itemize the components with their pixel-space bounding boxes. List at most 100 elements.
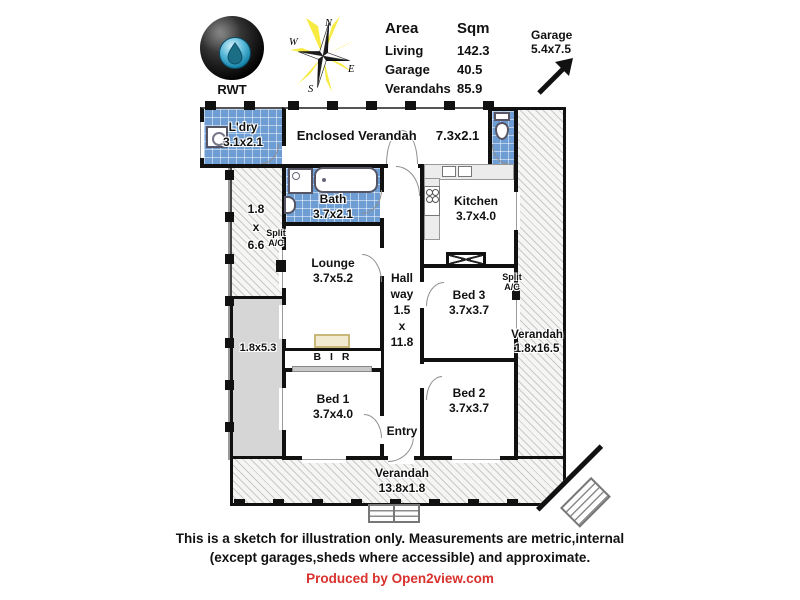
compass-north-label: N [324,18,333,29]
sqm-header-cell: Sqm [457,20,490,37]
steps-front [368,504,420,523]
door-opening [282,146,290,164]
garage-note-title: Garage [531,28,573,42]
fireplace-crossbox-icon [446,252,486,267]
label-bed1: Bed 1 3.7x4.0 [288,392,378,422]
room-size: 3.7x2.1 [312,207,354,221]
label-entry: Entry [386,424,418,438]
label-split-ac-right: Split A/C [502,272,522,293]
rwt-label: RWT [217,82,247,97]
stove-icon [424,186,440,216]
window [279,305,286,339]
window [279,388,286,430]
door-opening [388,456,414,464]
door-opening [380,416,388,444]
area-table-header: Area Sqm [385,20,523,37]
label-verandah-right: Verandah 1.8x16.5 [504,328,570,357]
garage-arrow-icon [537,58,573,95]
room-name: Lounge [311,256,355,270]
row-label: Living [385,43,424,58]
row-value: 85.9 [457,81,483,96]
room-name: Verandah [511,329,563,341]
room-side-area-left [230,164,286,300]
table-row: Verandahs 85.9 [385,81,523,96]
window [513,192,520,230]
room-size: 7.3x2.1 [435,128,480,143]
door-opening [380,192,388,218]
rwt-logo [200,16,264,80]
room-size: 3.7x3.7 [448,401,490,415]
ac-unit-icon [512,286,520,300]
compass-east-label: E [347,64,355,75]
verandah-posts [205,101,281,110]
window [513,298,520,336]
water-drop-icon [219,37,251,69]
compass-south-label: S [308,84,314,95]
heater-icon [314,334,350,348]
label-side-area-left: 1.8 x 6.6 [247,202,265,252]
room-name: Bed 2 [452,386,486,400]
row-label: Verandahs [385,81,451,96]
table-row: Garage 40.5 [385,62,523,77]
label-enclosed-verandah: Enclosed Verandah 7.3x2.1 [290,128,486,144]
room-name: Bed 3 [452,288,486,302]
label-bed2: Bed 2 3.7x3.7 [424,386,514,416]
label-lounge: Lounge 3.7x5.2 [288,256,378,286]
toilet-icon [495,122,509,140]
toilet-cistern-icon [494,112,510,121]
room-lounge [282,222,384,352]
label-split-ac-left: Split A/C [266,228,286,249]
room-name: Verandah [374,466,430,480]
verandah-posts [234,499,562,506]
compass-icon: N W E S [289,16,355,95]
door-opening [420,364,428,388]
bath-sink-icon [284,196,296,214]
area-table: Area Sqm Living 142.3 Garage 40.5 Verand… [385,20,523,96]
room-name: Bed 1 [316,392,350,406]
room-size: 3.7x4.0 [312,407,354,421]
door-opening [380,248,388,276]
room-name: Enclosed Verandah [296,128,417,143]
washing-machine-icon [206,126,228,148]
label-hallway: Hall way 1.5 x 11.8 [390,271,414,349]
credit-line: Produced by Open2view.com [306,571,494,586]
room-size: 3.7x4.0 [455,209,497,223]
row-value: 142.3 [457,43,490,58]
room-porch-left [230,296,286,460]
garage-note-size: 5.4x7.5 [531,42,572,56]
label-bath: Bath 3.7x2.1 [290,192,376,222]
room-size: 3.7x5.2 [312,271,354,285]
verandah-posts [225,170,234,458]
disclaimer-line2: (except garages,sheds where accessible) … [209,550,591,565]
verandah-posts [288,101,514,110]
table-row: Living 142.3 [385,43,523,58]
room-name: Kitchen [453,194,498,208]
label-porch-left: 1.8x5.3 [239,342,277,354]
window [302,456,346,463]
bathtub-icon [314,167,378,193]
window [197,122,204,158]
label-bir: B I R [313,351,353,363]
room-size: 13.8x1.8 [378,481,426,495]
window [452,456,500,463]
kitchen-sink-icon [458,166,472,177]
room-name: Bath [319,192,347,206]
label-verandah-bottom: Verandah 13.8x1.8 [350,466,454,496]
label-bed3: Bed 3 3.7x3.7 [424,288,514,318]
bir-sliding-door [292,366,372,372]
compass-west-label: W [289,37,299,48]
kitchen-sink-icon [442,166,456,177]
disclaimer-line1: This is a sketch for illustration only. … [175,531,625,546]
room-size: 3.7x3.7 [448,303,490,317]
room-name: L'dry [228,120,258,134]
area-header-cell: Area [385,20,419,37]
garage-note: Garage 5.4x7.5 [531,28,572,56]
room-size: 3.1x2.1 [222,135,264,149]
door-opening [420,282,428,308]
label-kitchen: Kitchen 3.7x4.0 [438,194,514,224]
shower-icon [288,168,313,194]
label-laundry: L'dry 3.1x2.1 [204,120,282,150]
room-size: 1.8x16.5 [514,343,560,356]
row-value: 40.5 [457,62,483,77]
